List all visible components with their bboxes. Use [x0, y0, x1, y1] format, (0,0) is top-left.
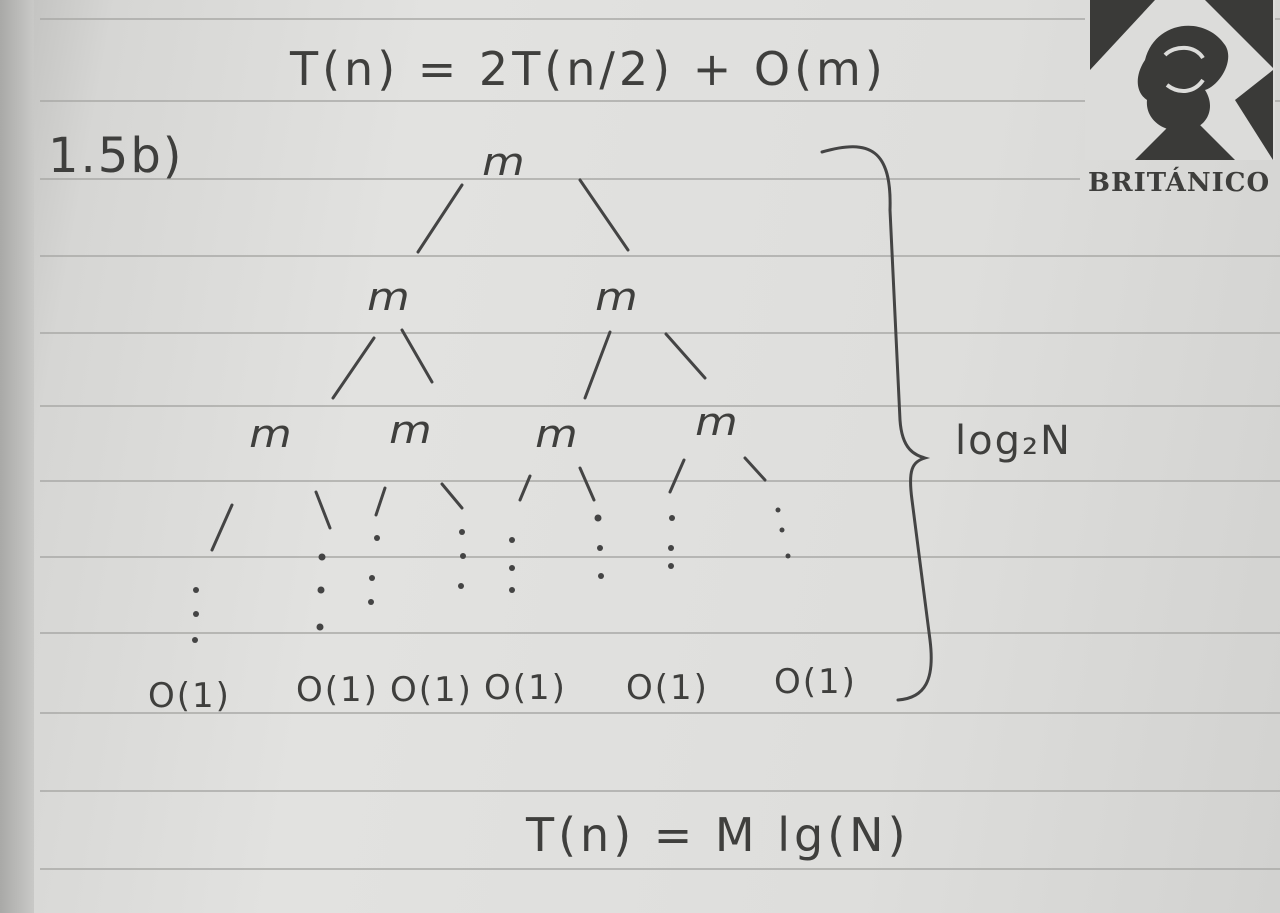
britanico-logo-text: BRITÁNICO [1088, 168, 1271, 198]
problem-label: 1.5b) [48, 128, 184, 184]
tree-edge [668, 458, 686, 494]
tree-edge [440, 482, 464, 510]
page-edge [0, 0, 34, 913]
tree-leaf-node: O(1) [774, 662, 857, 702]
tree-leaf-node: O(1) [626, 668, 709, 708]
tree-level1-node: m [367, 275, 412, 319]
tree-leaf-node: O(1) [148, 676, 231, 716]
ruled-line [40, 255, 1280, 257]
continuation-dots [192, 507, 791, 643]
tree-height-label: log₂N [955, 418, 1072, 464]
ruled-line [40, 100, 1280, 102]
tree-edge [578, 466, 596, 502]
ruled-line [40, 868, 1280, 870]
tree-leaf-node: O(1) [296, 670, 379, 710]
ruled-line [40, 18, 1280, 20]
ruled-line [40, 712, 1280, 714]
tree-edge [578, 178, 630, 252]
height-brace [820, 145, 933, 702]
tree-edge [400, 328, 434, 384]
tree-edge [374, 486, 387, 517]
ruled-line [40, 178, 1080, 180]
tree-leaf-node: O(1) [390, 670, 473, 710]
tree-level2-node: m [695, 400, 740, 444]
ruled-line [40, 790, 1280, 792]
tree-level2-node: m [389, 408, 434, 452]
ruled-line [40, 632, 1280, 634]
recurrence-equation: T(n) = 2T(n/2) + O(m) [290, 42, 887, 96]
tree-edge [331, 336, 376, 400]
ruled-line [40, 556, 1280, 558]
tree-edge [416, 183, 464, 254]
tree-edge [314, 490, 332, 530]
tree-root-node: m [482, 140, 527, 184]
tree-leaf-node: O(1) [484, 668, 567, 708]
tree-edge [210, 503, 234, 552]
tree-edge [518, 474, 532, 502]
ruled-line [40, 405, 1280, 407]
result-equation: T(n) = M lg(N) [526, 808, 910, 862]
tree-level1-node: m [595, 275, 640, 319]
britanico-logo [1085, 0, 1275, 160]
ruled-line [40, 480, 1280, 482]
tree-level2-node: m [249, 412, 294, 456]
tree-edge [743, 456, 767, 482]
ruled-line [40, 332, 1280, 334]
tree-level2-node: m [535, 412, 580, 456]
tree-edge [664, 332, 707, 380]
tree-edge [583, 330, 612, 400]
